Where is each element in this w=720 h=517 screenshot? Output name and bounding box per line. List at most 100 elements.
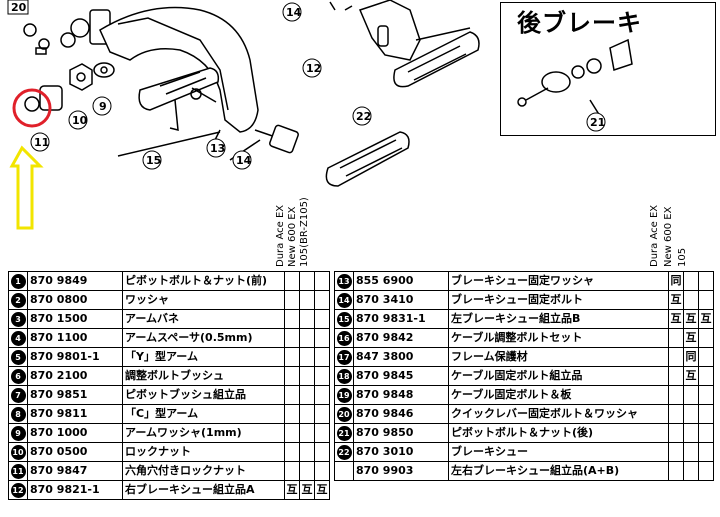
part-name: 左右ブレーキシュー組立品(A+B) — [448, 461, 669, 481]
part-code: 870 9849 — [27, 271, 123, 291]
part-number-badge: 16 — [336, 331, 352, 346]
compat-mark — [683, 404, 699, 424]
part-name: ケーブル調整ボルトセット — [448, 328, 669, 348]
compat-mark — [284, 309, 300, 329]
part-number-badge: 22 — [336, 445, 352, 460]
compat-mark — [284, 404, 300, 424]
part-number-cell: 5 — [8, 347, 28, 367]
compat-mark: 互 — [683, 366, 699, 386]
compat-mark: 同 — [683, 347, 699, 367]
part-number-cell: 10 — [8, 442, 28, 462]
compat-mark: 互 — [299, 480, 315, 500]
compat-mark — [284, 290, 300, 310]
part-number-badge: 1 — [10, 274, 26, 289]
compat-mark — [314, 442, 330, 462]
compat-mark — [683, 271, 699, 291]
compat-mark: 互 — [284, 480, 300, 500]
col-header-right-2: New 600 EX — [663, 206, 674, 267]
compat-mark — [284, 423, 300, 443]
part-name: アームスペーサ(0.5mm) — [122, 328, 285, 348]
compat-mark — [698, 461, 714, 481]
svg-text:14: 14 — [236, 154, 252, 167]
part-code: 870 2100 — [27, 366, 123, 386]
compat-mark — [668, 461, 684, 481]
part-name: ブレーキシュー固定ボルト — [448, 290, 669, 310]
part-number-cell: 7 — [8, 385, 28, 405]
compat-mark — [314, 309, 330, 329]
compat-mark: 互 — [314, 480, 330, 500]
part-code: 847 3800 — [353, 347, 449, 367]
part-code: 870 9848 — [353, 385, 449, 405]
part-name: ピボットブッシュ組立品 — [122, 385, 285, 405]
compat-mark — [314, 385, 330, 405]
part-name: 「C」型アーム — [122, 404, 285, 424]
rear-brake-panel: 後ブレーキ — [500, 2, 716, 136]
compat-mark — [314, 290, 330, 310]
part-code: 870 9811 — [27, 404, 123, 424]
compat-mark — [299, 461, 315, 481]
part-code: 855 6900 — [353, 271, 449, 291]
part-number-badge: 14 — [336, 293, 352, 308]
part-code: 870 9846 — [353, 404, 449, 424]
compat-mark — [299, 347, 315, 367]
part-number-badge: 13 — [336, 274, 352, 289]
compat-mark — [698, 347, 714, 367]
compat-mark — [698, 385, 714, 405]
part-number-cell: 6 — [8, 366, 28, 386]
part-number-cell — [334, 461, 354, 481]
part-number-cell: 8 — [8, 404, 28, 424]
svg-text:12: 12 — [306, 62, 321, 75]
compat-mark — [314, 423, 330, 443]
part-code: 870 3410 — [353, 290, 449, 310]
compat-mark — [698, 290, 714, 310]
compat-mark — [314, 328, 330, 348]
svg-text:10: 10 — [72, 114, 88, 127]
part-number-badge: 17 — [336, 350, 352, 365]
compat-mark — [668, 328, 684, 348]
compat-mark: 互 — [683, 328, 699, 348]
col-header-right-1: Dura Ace EX — [649, 204, 660, 267]
part-number-badge: 7 — [10, 388, 26, 403]
part-number-badge: 15 — [336, 312, 352, 327]
part-code: 870 1100 — [27, 328, 123, 348]
svg-text:13: 13 — [210, 142, 225, 155]
part-number-badge: 6 — [10, 369, 26, 384]
svg-text:22: 22 — [356, 110, 371, 123]
svg-text:11: 11 — [34, 136, 49, 149]
compat-mark — [314, 271, 330, 291]
compat-mark — [284, 271, 300, 291]
part-number-cell: 11 — [8, 461, 28, 481]
col-header-right-3: 105 — [677, 247, 688, 267]
svg-text:21: 21 — [590, 116, 605, 129]
part-number-cell: 16 — [334, 328, 354, 348]
col-header-left-3: 105(BR-Z105) — [299, 197, 310, 267]
compat-mark — [314, 404, 330, 424]
part-number-badge: 2 — [10, 293, 26, 308]
part-number-cell: 4 — [8, 328, 28, 348]
compat-mark: 同 — [668, 271, 684, 291]
part-name: ロックナット — [122, 442, 285, 462]
part-number-badge: 5 — [10, 350, 26, 365]
compat-mark — [314, 461, 330, 481]
compat-mark — [299, 271, 315, 291]
compat-mark — [299, 385, 315, 405]
part-name: フレーム保護材 — [448, 347, 669, 367]
rear-brake-title: 後ブレーキ — [517, 9, 642, 37]
callout-20: 20 — [11, 1, 27, 14]
compat-mark — [299, 290, 315, 310]
part-name: ケーブル固定ボルト組立品 — [448, 366, 669, 386]
compat-mark — [284, 347, 300, 367]
compat-mark — [698, 366, 714, 386]
exploded-parts-diagram: 20 11 10 9 15 13 14 14 12 22 21 — [7, 0, 633, 230]
compat-mark — [698, 328, 714, 348]
